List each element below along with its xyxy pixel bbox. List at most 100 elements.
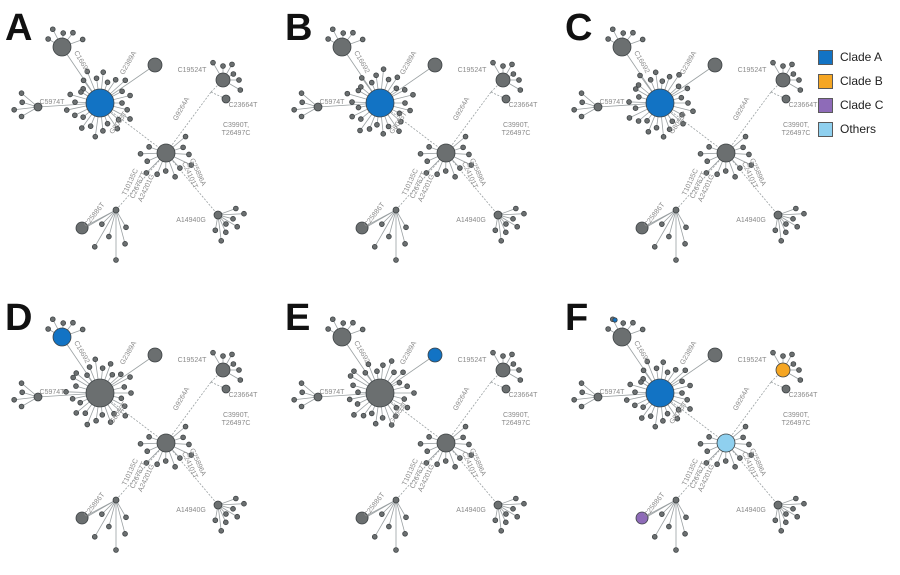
leaf-node bbox=[682, 241, 688, 247]
leaf-node bbox=[188, 452, 195, 458]
leaf-node bbox=[653, 124, 660, 131]
mutation-label-g2389a: G2389A bbox=[119, 340, 138, 366]
leaf-edge bbox=[388, 209, 397, 237]
small-right-node bbox=[501, 384, 511, 394]
leaf-node bbox=[63, 389, 69, 395]
branch-node bbox=[147, 57, 163, 73]
upper-right-node bbox=[495, 362, 511, 378]
leaf-node bbox=[687, 382, 693, 389]
leaf-node bbox=[783, 519, 789, 526]
leaf-node bbox=[783, 229, 789, 236]
leaf-node bbox=[72, 112, 78, 119]
bottom-left-node bbox=[75, 221, 89, 235]
leaf-node bbox=[114, 125, 121, 132]
leaf-node bbox=[113, 257, 119, 263]
leaf-node bbox=[241, 210, 247, 217]
leaf-node bbox=[299, 99, 305, 106]
legend-label-clade-a: Clade A bbox=[840, 50, 883, 64]
mutation-label-c16692: C16692 bbox=[72, 340, 90, 365]
mutation-label-c5974t: C5974T bbox=[600, 389, 626, 396]
leaf-node bbox=[127, 374, 133, 380]
panel-letter-b: B bbox=[285, 7, 312, 49]
bottom-left-node bbox=[75, 511, 89, 525]
leaf-node bbox=[675, 406, 682, 413]
mutation-label-t26497c: T26497C bbox=[502, 130, 531, 137]
leaf-node bbox=[442, 168, 449, 174]
leaf-node bbox=[638, 415, 645, 421]
mutation-label-c3990t: C3990T, bbox=[783, 412, 809, 419]
leaf-node bbox=[69, 396, 76, 402]
leaf-node bbox=[127, 92, 133, 99]
leaf-node bbox=[63, 107, 70, 113]
legend-item-clade-b: Clade B bbox=[818, 69, 900, 93]
leaf-node bbox=[218, 527, 225, 534]
leaf-node bbox=[626, 115, 633, 121]
leaf-node bbox=[220, 63, 226, 69]
leaf-node bbox=[402, 100, 408, 106]
legend-label-clade-b: Clade B bbox=[840, 74, 883, 88]
leaf-node bbox=[393, 404, 400, 411]
network-edge bbox=[770, 381, 787, 390]
leaf-edge bbox=[654, 499, 677, 538]
leaf-node bbox=[365, 361, 372, 368]
leaf-node bbox=[468, 452, 475, 458]
leaf-node bbox=[460, 434, 466, 441]
leaf-node bbox=[11, 396, 17, 403]
leaf-node bbox=[578, 403, 585, 410]
bottom-left-junction-node bbox=[112, 206, 120, 214]
upper-right-node bbox=[215, 362, 231, 378]
leaf-node bbox=[680, 120, 686, 127]
leaf-edge bbox=[654, 209, 677, 248]
branch-node bbox=[707, 57, 723, 73]
leaf-node bbox=[403, 514, 409, 521]
leaf-node bbox=[510, 506, 516, 512]
network-edge bbox=[210, 381, 227, 390]
leaf-node bbox=[79, 326, 86, 333]
leaf-node bbox=[80, 77, 87, 84]
leaf-node bbox=[210, 349, 216, 356]
leaf-node bbox=[388, 358, 395, 364]
leaf-node bbox=[500, 63, 506, 69]
leaf-node bbox=[403, 224, 409, 231]
leaf-node bbox=[666, 523, 672, 530]
leaf-node bbox=[638, 379, 644, 385]
leaf-node bbox=[298, 90, 305, 96]
bottom-right-node bbox=[773, 500, 783, 510]
leaf-node bbox=[118, 371, 124, 378]
leaf-node bbox=[660, 359, 667, 365]
leaf-node bbox=[19, 99, 25, 106]
leaf-node bbox=[154, 461, 160, 468]
legend-label-clade-c: Clade C bbox=[840, 98, 884, 112]
leaf-node bbox=[359, 36, 366, 43]
leaf-node bbox=[100, 128, 106, 134]
leaf-node bbox=[423, 460, 430, 466]
leaf-node bbox=[380, 131, 387, 137]
leaf-node bbox=[186, 151, 192, 158]
leaf-node bbox=[385, 76, 392, 83]
leaf-node bbox=[107, 361, 114, 367]
leaf-node bbox=[722, 458, 729, 464]
mutation-label-t26497c: T26497C bbox=[502, 420, 531, 427]
leaf-node bbox=[86, 364, 93, 370]
leaf-edge bbox=[675, 209, 686, 244]
leaf-node bbox=[640, 367, 647, 374]
leaf-node bbox=[137, 151, 144, 157]
leaf-node bbox=[492, 227, 499, 234]
network-edge bbox=[115, 442, 167, 501]
leaf-node bbox=[182, 133, 189, 140]
mutation-label-c16692: C16692 bbox=[352, 50, 370, 75]
mutation-label-g9264a: G9264A bbox=[452, 386, 471, 412]
top-node bbox=[612, 327, 632, 347]
leaf-node bbox=[516, 77, 522, 83]
leaf-node bbox=[91, 534, 98, 540]
leaf-node bbox=[230, 71, 237, 77]
leaf-node bbox=[73, 383, 79, 389]
panel-letter-c: C bbox=[565, 7, 592, 49]
leaf-node bbox=[797, 87, 804, 93]
panel-letter-d: D bbox=[5, 297, 32, 339]
mutation-label-a14940g: A14940G bbox=[176, 217, 206, 224]
top-node bbox=[52, 37, 72, 57]
leaf-node bbox=[684, 85, 691, 92]
leaf-node bbox=[144, 448, 151, 455]
leaf-node bbox=[682, 531, 688, 537]
